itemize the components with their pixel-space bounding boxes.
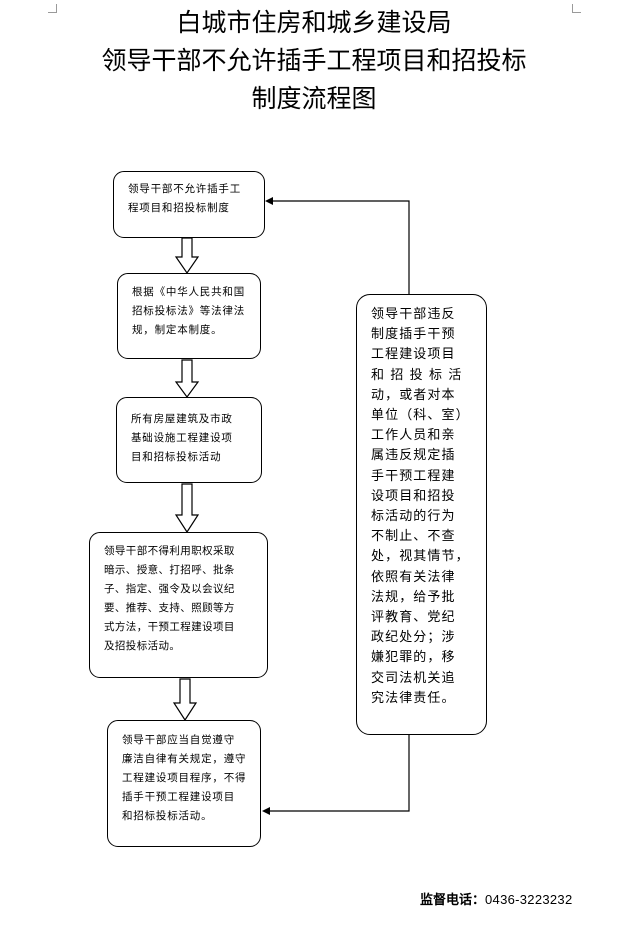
title-line-2: 领导干部不允许插手工程项目和招投标 <box>101 46 527 75</box>
down-arrow-4 <box>172 678 198 722</box>
title-line-3: 制度流程图 <box>251 84 377 113</box>
flow-step-4-box: 领导干部不得利用职权采取 暗示、授意、打招呼、批条 子、指定、强令及以会议纪 要… <box>89 532 268 678</box>
flow-step-5-box: 领导干部应当自觉遵守 廉洁自律有关规定，遵守 工程建设项目程序，不得 插手干预工… <box>107 720 261 847</box>
violation-consequence-box: 领导干部违反 制度插手干预 工程建设项目 和 招 投 标 活 动，或者对本 单位… <box>356 294 487 735</box>
hotline-number: 0436-3223232 <box>485 892 573 907</box>
down-arrow-1 <box>174 237 200 275</box>
flow-step-5-text: 领导干部应当自觉遵守 廉洁自律有关规定，遵守 工程建设项目程序，不得 插手干预工… <box>122 734 247 822</box>
flow-step-1-text: 领导干部不允许插手工 程项目和招投标制度 <box>128 183 241 214</box>
down-arrow-3 <box>174 483 200 534</box>
violation-consequence-text: 领导干部违反 制度插手干预 工程建设项目 和 招 投 标 活 动，或者对本 单位… <box>371 307 470 706</box>
feedback-line-up <box>271 200 410 294</box>
flow-step-2-text: 根据《中华人民共和国 招标投标法》等法律法 规，制定本制度。 <box>132 286 245 336</box>
feedback-line-down <box>268 735 410 812</box>
title-line-1: 白城市住房和城乡建设局 <box>176 8 452 37</box>
feedback-arrowhead-down <box>262 807 270 815</box>
flow-step-3-text: 所有房屋建筑及市政 基础设施工程建设项 目和招标投标活动 <box>131 413 233 463</box>
supervision-hotline: 监督电话：0436-3223232 <box>420 889 572 908</box>
page-corner-mark-left <box>48 4 57 13</box>
flow-step-3-box: 所有房屋建筑及市政 基础设施工程建设项 目和招标投标活动 <box>116 397 262 483</box>
feedback-arrowhead-up <box>265 197 273 205</box>
page-corner-mark-right <box>572 4 581 13</box>
flow-step-4-text: 领导干部不得利用职权采取 暗示、授意、打招呼、批条 子、指定、强令及以会议纪 要… <box>104 545 235 652</box>
flow-step-2-box: 根据《中华人民共和国 招标投标法》等法律法 规，制定本制度。 <box>117 273 261 359</box>
flow-step-1-box: 领导干部不允许插手工 程项目和招投标制度 <box>113 171 265 238</box>
down-arrow-2 <box>174 359 200 399</box>
hotline-label: 监督电话： <box>420 893 486 908</box>
